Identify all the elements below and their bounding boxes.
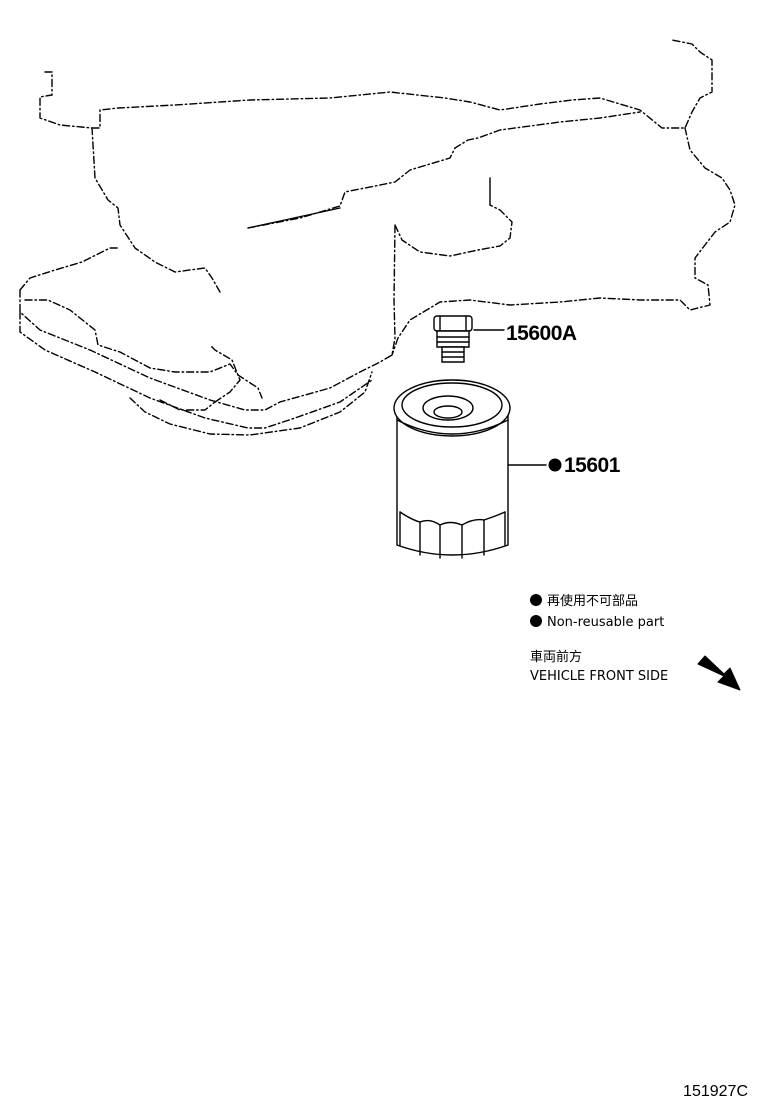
direction-label-en: VEHICLE FRONT SIDE [530,669,669,684]
legend-dot-icon [530,615,542,627]
engine-block-outline [19,39,736,436]
legend-text-jp: 再使用不可部品 [547,594,639,609]
part-label-15600A: 15600A [506,322,577,345]
oil-filter-part [393,379,511,559]
union-bolt-part [433,315,473,363]
legend-dot-icon [530,594,542,606]
legend-text-en: Non-reusable part [547,615,665,630]
legend-en: Non-reusable part [530,615,664,631]
non-reusable-marker-icon [548,458,562,472]
arrow-down-right-icon [697,655,741,691]
part-label-15601: 15601 [564,454,621,477]
legend-jp: 再使用不可部品 [530,594,638,610]
direction-label-jp: 車両前方 [530,650,583,665]
figure-id: 151927C [683,1083,748,1100]
